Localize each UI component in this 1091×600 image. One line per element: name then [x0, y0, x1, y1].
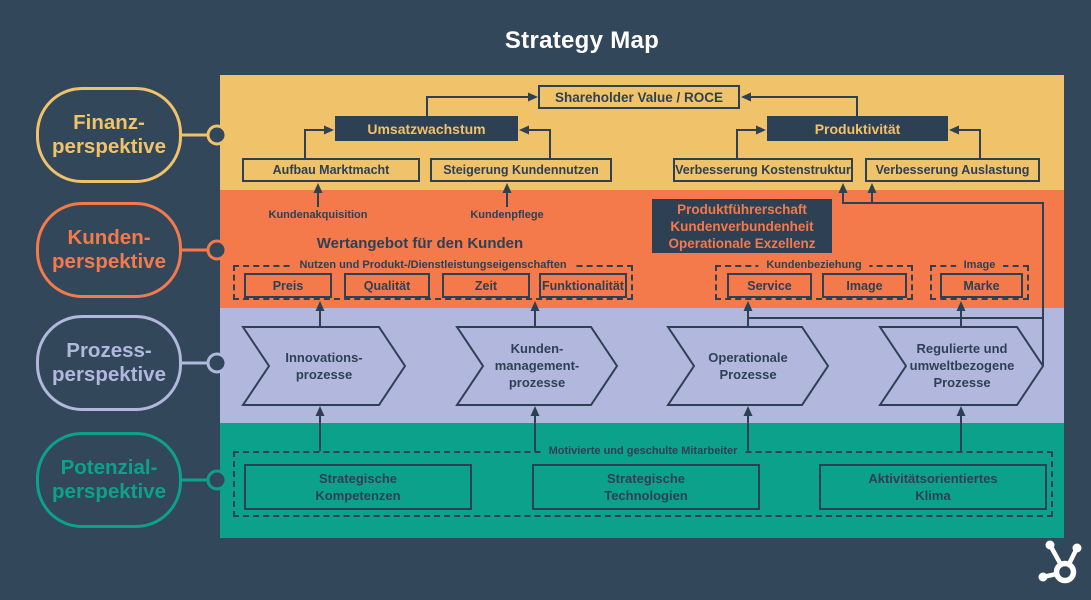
group-kundenbeziehung: Kundenbeziehung Service Image [715, 259, 913, 300]
bubble-label: Potenzial- [60, 456, 158, 480]
bubble-label: perspektive [52, 363, 166, 386]
chevron-operationale [666, 326, 830, 406]
teal-box-line: Strategische [606, 471, 686, 486]
chevron-label-regulierte: Regulierte und umweltbezogene Prozesse [896, 340, 1028, 391]
box-aktivitaetsorientiertes-klima: Aktivitätsorientiertes Klima [819, 464, 1047, 510]
connector-prozess [182, 352, 228, 374]
dark-box-line: Kundenverbundenheit [670, 218, 814, 234]
box-zeit: Zeit [442, 273, 530, 298]
box-verbesserung-auslastung: Verbesserung Auslastung [865, 158, 1040, 182]
perspective-bubble-potenzial: Potenzial- perspektive [36, 432, 182, 528]
chevron-line: Regulierte und [916, 341, 1008, 356]
perspective-bubble-prozess: Prozess- perspektive [36, 315, 182, 411]
bubble-label: Kunden- [67, 226, 151, 250]
box-preis: Preis [244, 273, 332, 298]
chevron-label-innovation: Innovations- prozesse [264, 349, 384, 383]
perspective-bubble-finanz: Finanz- perspektive [36, 87, 182, 183]
chevron-line: prozesse [295, 367, 353, 382]
teal-box-line: Kompetenzen [315, 488, 401, 503]
group-nutzen-eigenschaften: Nutzen und Produkt-/Dienstleistungseigen… [233, 259, 633, 300]
chevron-line: umweltbezogene [909, 358, 1015, 373]
chevron-innovation [241, 326, 407, 406]
teal-box-line: Klima [915, 488, 951, 503]
box-strategische-kompetenzen: Strategische Kompetenzen [244, 464, 472, 510]
connector-dot [206, 239, 228, 261]
chevron-line: Prozesse [719, 367, 777, 382]
dark-box-line: Produktführerschaft [677, 201, 807, 217]
box-marke: Marke [940, 273, 1023, 298]
box-qualitaet: Qualität [344, 273, 430, 298]
finance-arrows [304, 92, 981, 158]
group-mitarbeiter: Motivierte und geschulte Mitarbeiter Str… [233, 445, 1053, 517]
bubble-label: perspektive [52, 250, 166, 273]
chevron-regulierte [878, 326, 1045, 406]
bubble-label: perspektive [52, 135, 166, 158]
connector-dot [206, 469, 228, 491]
chevron-line: management- [494, 358, 580, 373]
connector-dot [206, 124, 228, 146]
chevron-line: Operationale [708, 350, 788, 365]
group-label: Motivierte und geschulte Mitarbeiter [540, 445, 746, 457]
teal-box-line: Aktivitätsorientiertes [868, 471, 998, 486]
connector-kunden [182, 239, 228, 261]
box-strategische-technologien: Strategische Technologien [532, 464, 760, 510]
group-label: Image [955, 259, 1004, 271]
chevron-line: Kunden- [510, 341, 564, 356]
box-service: Service [727, 273, 812, 298]
teal-box-line: Technologien [604, 488, 688, 503]
bubble-label: Finanz- [73, 111, 145, 135]
label-kundenpflege: Kundenpflege [470, 209, 544, 221]
chevron-line: prozesse [508, 375, 566, 390]
box-strategie-schwerpunkte: Produktführerschaft Kundenverbundenheit … [652, 199, 832, 253]
process-arrows [315, 183, 1044, 365]
chevron-kundenmanagement [455, 326, 619, 406]
chevron-label-kundenmanagement: Kunden- management- prozesse [477, 340, 597, 391]
group-label: Nutzen und Produkt-/Dienstleistungseigen… [291, 259, 575, 271]
box-shareholder-value: Shareholder Value / ROCE [538, 85, 740, 109]
bubble-label: perspektive [52, 480, 166, 503]
connector-finanz [182, 124, 228, 146]
dark-box-line: Operationale Exzellenz [668, 235, 816, 251]
box-steigerung-kundennutzen: Steigerung Kundennutzen [430, 158, 612, 182]
connector-dot [206, 352, 228, 374]
teal-box-line: Strategische [318, 471, 398, 486]
hubspot-logo-icon [1038, 540, 1082, 584]
customer-arrows [313, 183, 512, 207]
page-title: Strategy Map [504, 27, 660, 54]
box-image: Image [822, 273, 907, 298]
chevron-line: Prozesse [933, 375, 991, 390]
bubble-label: Prozess- [66, 339, 152, 363]
label-kundenakquisition: Kundenakquisition [268, 209, 368, 221]
connector-potenzial [182, 469, 228, 491]
potential-arrows [315, 406, 966, 451]
box-funktionalitaet: Funktionalität [539, 273, 627, 298]
process-chevrons [241, 326, 1045, 406]
box-produktivitaet: Produktivität [767, 116, 948, 141]
box-umsatzwachstum: Umsatzwachstum [335, 116, 518, 141]
group-label: Kundenbeziehung [758, 259, 870, 271]
box-aufbau-marktmacht: Aufbau Marktmacht [242, 158, 420, 182]
group-image: Image Marke [930, 259, 1029, 300]
chevron-label-operationale: Operationale Prozesse [688, 349, 808, 383]
chevron-line: Innovations- [285, 350, 363, 365]
heading-wertangebot: Wertangebot für den Kunden [316, 235, 524, 252]
perspective-bubble-kunden: Kunden- perspektive [36, 202, 182, 298]
box-verbesserung-kostenstruktur: Verbesserung Kostenstruktur [673, 158, 853, 182]
